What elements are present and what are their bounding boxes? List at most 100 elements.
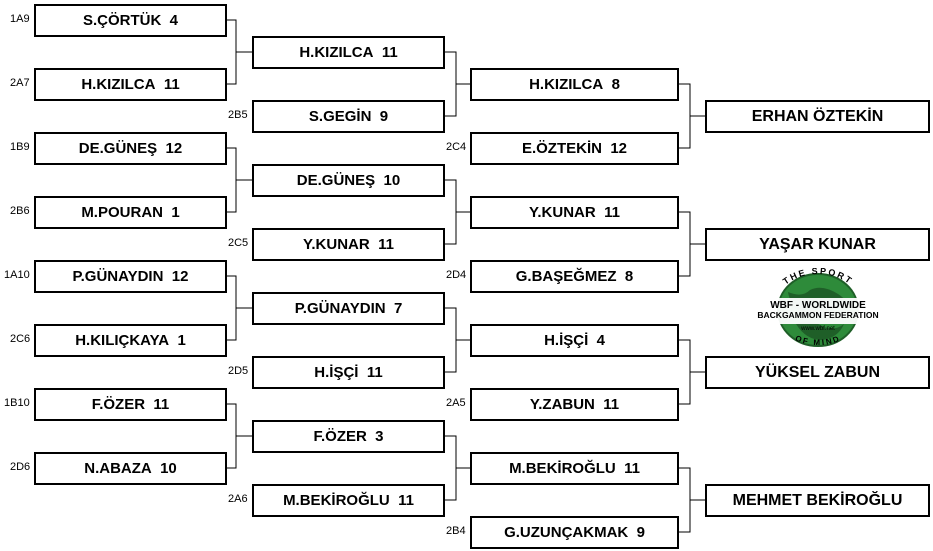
player-name: DE.GÜNEŞ [78,140,158,157]
player-score: 10 [383,172,401,189]
player-score: 11 [624,460,640,477]
connector-r2-1 [444,51,470,117]
player-name: Y.ZABUN [529,396,595,413]
player-name: P.GÜNAYDIN [294,300,386,317]
player-score: 11 [603,396,620,413]
logo-line2: BACKGAMMON FEDERATION [757,310,878,320]
connector-r3-4 [678,467,705,533]
player-score: 3 [375,428,384,445]
player-score: 11 [378,236,394,253]
connector-r3-2 [678,211,705,277]
logo-line1: WBF - WORLDWIDE [770,300,866,311]
player-score: 7 [393,300,403,317]
bracket-winner: MEHMET BEKİROĞLU [705,484,930,517]
bracket-entry-round3: G.BAŞEĞMEZ 8 [470,260,679,293]
seed-label: 2C6 [10,333,31,345]
winner-name: YÜKSEL ZABUN [754,363,881,381]
player-score: 12 [171,268,189,285]
player-name: H.İŞÇİ [314,364,359,381]
winner-name: ERHAN ÖZTEKİN [751,107,884,125]
seed-label: 1A10 [4,269,30,281]
player-score: 1 [177,332,186,349]
bracket-entry-round1: DE.GÜNEŞ 12 [34,132,227,165]
bracket-entry-round3: Y.ZABUN 11 [470,388,679,421]
bracket-entry-round1: N.ABAZA 10 [34,452,227,485]
seed-label: 1B9 [10,141,30,153]
seed-label: 2D5 [228,365,249,377]
seed-label: 2A6 [228,493,248,505]
player-score: 4 [596,332,605,349]
bracket-winner: ERHAN ÖZTEKİN [705,100,930,133]
bracket-winner: YÜKSEL ZABUN [705,356,930,389]
player-score: 10 [160,460,177,477]
bracket-entry-round2: P.GÜNAYDIN 7 [252,292,445,325]
seed-label: 2B5 [228,109,248,121]
player-name: F.ÖZER [91,396,146,413]
bracket-entry-round3: Y.KUNAR 11 [470,196,679,229]
player-name: H.KIZILCA [529,76,604,93]
bracket-entry-round2: H.İŞÇİ 11 [252,356,445,389]
player-name: S.GEGİN [308,108,372,125]
connector-r1-1 [226,19,252,85]
player-score: 11 [604,204,620,221]
player-score: 11 [366,364,383,381]
player-score: 12 [165,140,183,157]
logo-bottom-text: OF MIND [794,334,840,347]
bracket-entry-round2: F.ÖZER 3 [252,420,445,453]
bracket-entry-round3: E.ÖZTEKİN 12 [470,132,679,165]
bracket-entry-round3: G.UZUNÇAKMAK 9 [470,516,679,549]
bracket-entry-round1: F.ÖZER 11 [34,388,227,421]
connector-r3-3 [678,339,705,405]
svg-text:OF MIND: OF MIND [794,334,842,347]
player-name: H.KIZILCA [81,76,156,93]
player-score: 12 [610,140,628,157]
connector-r3-1 [678,83,705,149]
seed-label: 2A5 [446,397,466,409]
player-name: H.KILIÇKAYA [75,332,170,349]
winner-name: MEHMET BEKİROĞLU [732,491,903,509]
player-name: H.KIZILCA [299,44,374,61]
seed-label: 1B10 [4,397,30,409]
bracket-entry-round2: Y.KUNAR 11 [252,228,445,261]
wbf-logo: THE SPORT WBF - WORLDWIDE BACKGAMMON FED… [752,268,884,347]
player-name: DE.GÜNEŞ [296,172,376,189]
seed-label: 2A7 [10,77,30,89]
player-name: G.UZUNÇAKMAK [504,524,629,541]
player-score: 11 [153,396,170,413]
player-score: 11 [381,44,398,61]
bracket-entry-round3: H.İŞÇİ 4 [470,324,679,357]
player-name: M.POURAN [81,204,163,221]
player-score: 11 [398,492,414,509]
player-score: 9 [379,108,389,125]
player-name: M.BEKİROĞLU [283,492,390,509]
player-score: 1 [171,204,180,221]
connector-r1-2 [226,147,252,213]
player-name: S.ÇÖRTÜK [82,12,162,29]
player-name: Y.KUNAR [303,236,370,253]
player-name: E.ÖZTEKİN [521,140,602,157]
player-name: P.GÜNAYDIN [72,268,164,285]
player-name: G.BAŞEĞMEZ [515,268,617,285]
seed-label: 2B4 [446,525,466,537]
bracket-entry-round1: H.KILIÇKAYA 1 [34,324,227,357]
bracket-entry-round2: H.KIZILCA 11 [252,36,445,69]
seed-label: 2B6 [10,205,30,217]
connector-r2-2 [444,179,470,245]
seed-label: 2C4 [446,141,467,153]
bracket-entry-round3: M.BEKİROĞLU 11 [470,452,679,485]
seed-label: 1A9 [10,13,30,25]
player-name: M.BEKİROĞLU [509,460,616,477]
bracket-entry-round1: M.POURAN 1 [34,196,227,229]
seed-label: 2C5 [228,237,249,249]
bracket-entry-round2: S.GEGİN 9 [252,100,445,133]
winner-name: YAŞAR KUNAR [759,235,876,253]
connector-r1-4 [226,403,252,469]
bracket-entry-round2: DE.GÜNEŞ 10 [252,164,445,197]
player-name: H.İŞÇİ [544,332,589,349]
connector-r2-4 [444,435,470,501]
logo-url: www.wbf.net [800,326,835,332]
bracket-entry-round2: M.BEKİROĞLU 11 [252,484,445,517]
player-score: 4 [169,12,179,29]
seed-label: 2D6 [10,461,31,473]
